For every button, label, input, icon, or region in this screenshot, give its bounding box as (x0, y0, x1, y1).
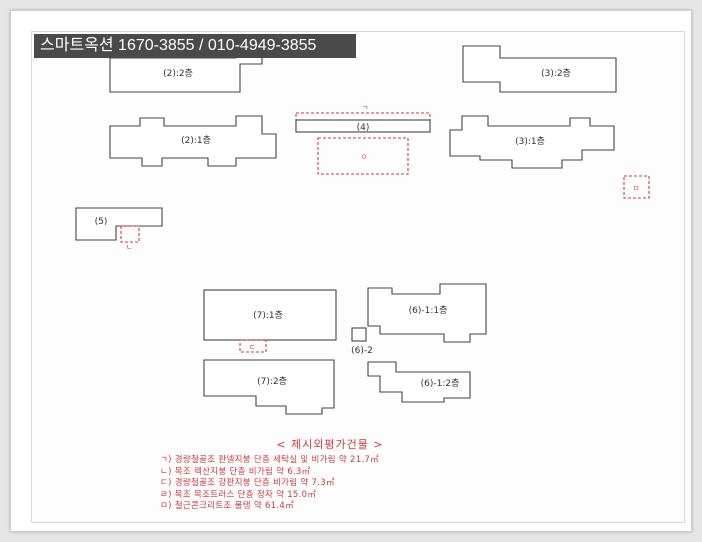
building-7-floor-1: (7):1층 ㄷ (203, 289, 337, 353)
building-6-2: (6)-2 (351, 327, 373, 356)
building-7-floor-1-label: (7):1층 (253, 310, 283, 321)
building-2-floor-2-label: (2):2층 (163, 68, 193, 79)
legend-item: ㄹ) 목조 목조트러스 단층 정자 약 15.0㎡ (160, 489, 317, 500)
legend-item: ㅁ) 철근콘크리트조 물탱 약 61.4㎡ (160, 501, 294, 511)
building-6-2-label: (6)-2 (351, 346, 373, 356)
annex-nieun (120, 225, 140, 243)
building-6-1-floor-1-label: (6)-1:1층 (409, 305, 448, 316)
watermark-banner: 스마트옥션 1670-3855 / 010-4949-3855 (34, 34, 356, 58)
annex-digeut (239, 339, 267, 353)
building-3-floor-2-label: (3):2층 (541, 68, 571, 79)
building-6-1-floor-2: (6)-1:2층 (367, 361, 471, 403)
building-5-label: (5) (95, 217, 108, 227)
annex-nieun-marker: ㄴ (126, 243, 132, 251)
building-4-label: (4) (357, 123, 370, 133)
building-5: (5) ㄴ (75, 207, 163, 251)
building-7-floor-2: (7):2층 (203, 359, 335, 415)
building-6-1-floor-2-label: (6)-1:2층 (421, 378, 460, 389)
legend-item: ㄴ) 목조 렉산지붕 단층 비가림 약 6.3㎡ (160, 466, 311, 477)
building-2-floor-1: (2):1층 (109, 115, 277, 167)
annex-giyeok-marker: ㄱ (362, 104, 368, 112)
building-3-floor-1: (3):1층 (449, 115, 615, 169)
legend-item: ㄱ) 경량철골조 판넬지붕 단층 세탁실 및 비가림 약 21.7㎡ (160, 455, 379, 465)
annex-o-marker: ㅇ (361, 153, 367, 161)
building-7-floor-2-label: (7):2층 (257, 376, 287, 387)
building-6-1-floor-1: (6)-1:1층 (367, 283, 487, 343)
annex-mieum-right-marker: ㅁ (633, 184, 639, 192)
annex-o (317, 137, 409, 175)
building-4: ㄱ (4) ㅇ (295, 104, 431, 175)
legend-item: ㄷ) 경량철골조 강판지붕 단층 비가림 약 7.3㎡ (160, 478, 335, 488)
building-2-floor-1-label: (2):1층 (181, 135, 211, 146)
annex-mieum-right: ㅁ (623, 175, 650, 199)
legend-title: < 제시외평가건물 > (276, 438, 384, 451)
legend: < 제시외평가건물 > ㄱ) 경량철골조 판넬지붕 단층 세탁실 및 비가림 약… (160, 436, 540, 513)
annex-digeut-marker: ㄷ (249, 343, 255, 351)
building-3-floor-2: (3):2층 (462, 45, 617, 93)
building-3-floor-1-label: (3):1층 (515, 136, 545, 147)
